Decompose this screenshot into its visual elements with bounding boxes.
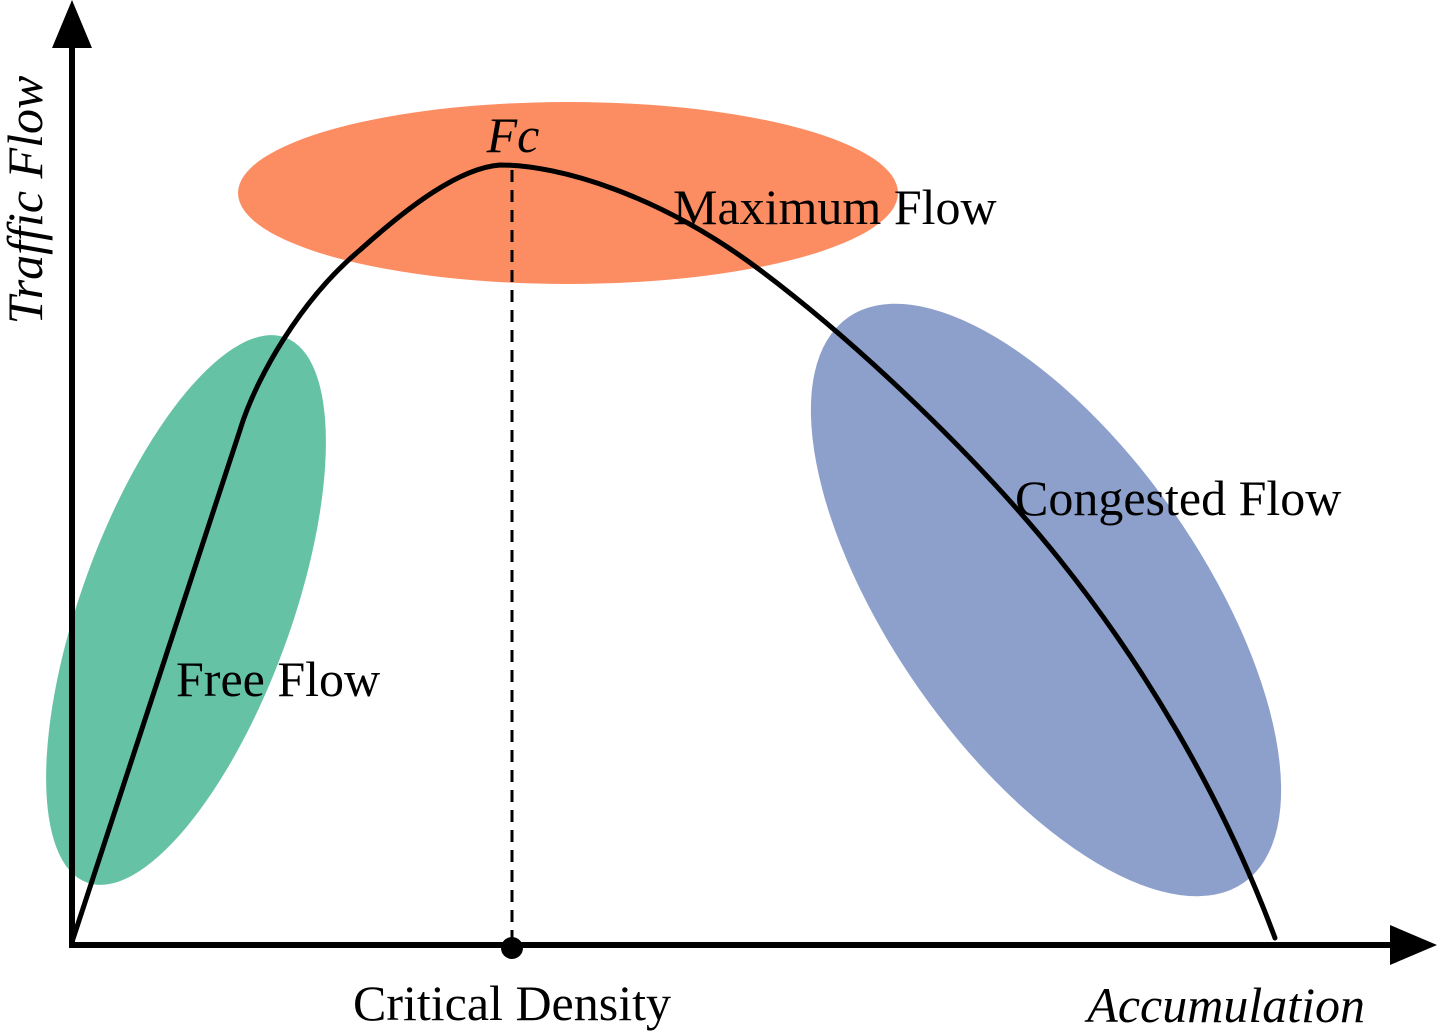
y-axis-label: Traffic Flow: [0, 76, 53, 325]
congested-flow-region: [810, 303, 1282, 897]
critical-density-label: Critical Density: [353, 975, 671, 1031]
free-flow-region: [46, 335, 326, 885]
y-axis-arrowhead: [52, 0, 92, 48]
flow-density-curve: [69, 162, 1278, 945]
x-axis-label: Accumulation: [1084, 977, 1365, 1033]
maximum-flow-label: Maximum Flow: [673, 179, 997, 235]
critical-density-point: [501, 937, 523, 959]
free-flow-label: Free Flow: [176, 651, 380, 707]
congested-flow-label: Congested Flow: [1015, 470, 1341, 526]
x-axis-arrowhead: [1390, 925, 1437, 965]
peak-label: Fc: [486, 107, 540, 163]
maximum-flow-region: [238, 102, 898, 284]
